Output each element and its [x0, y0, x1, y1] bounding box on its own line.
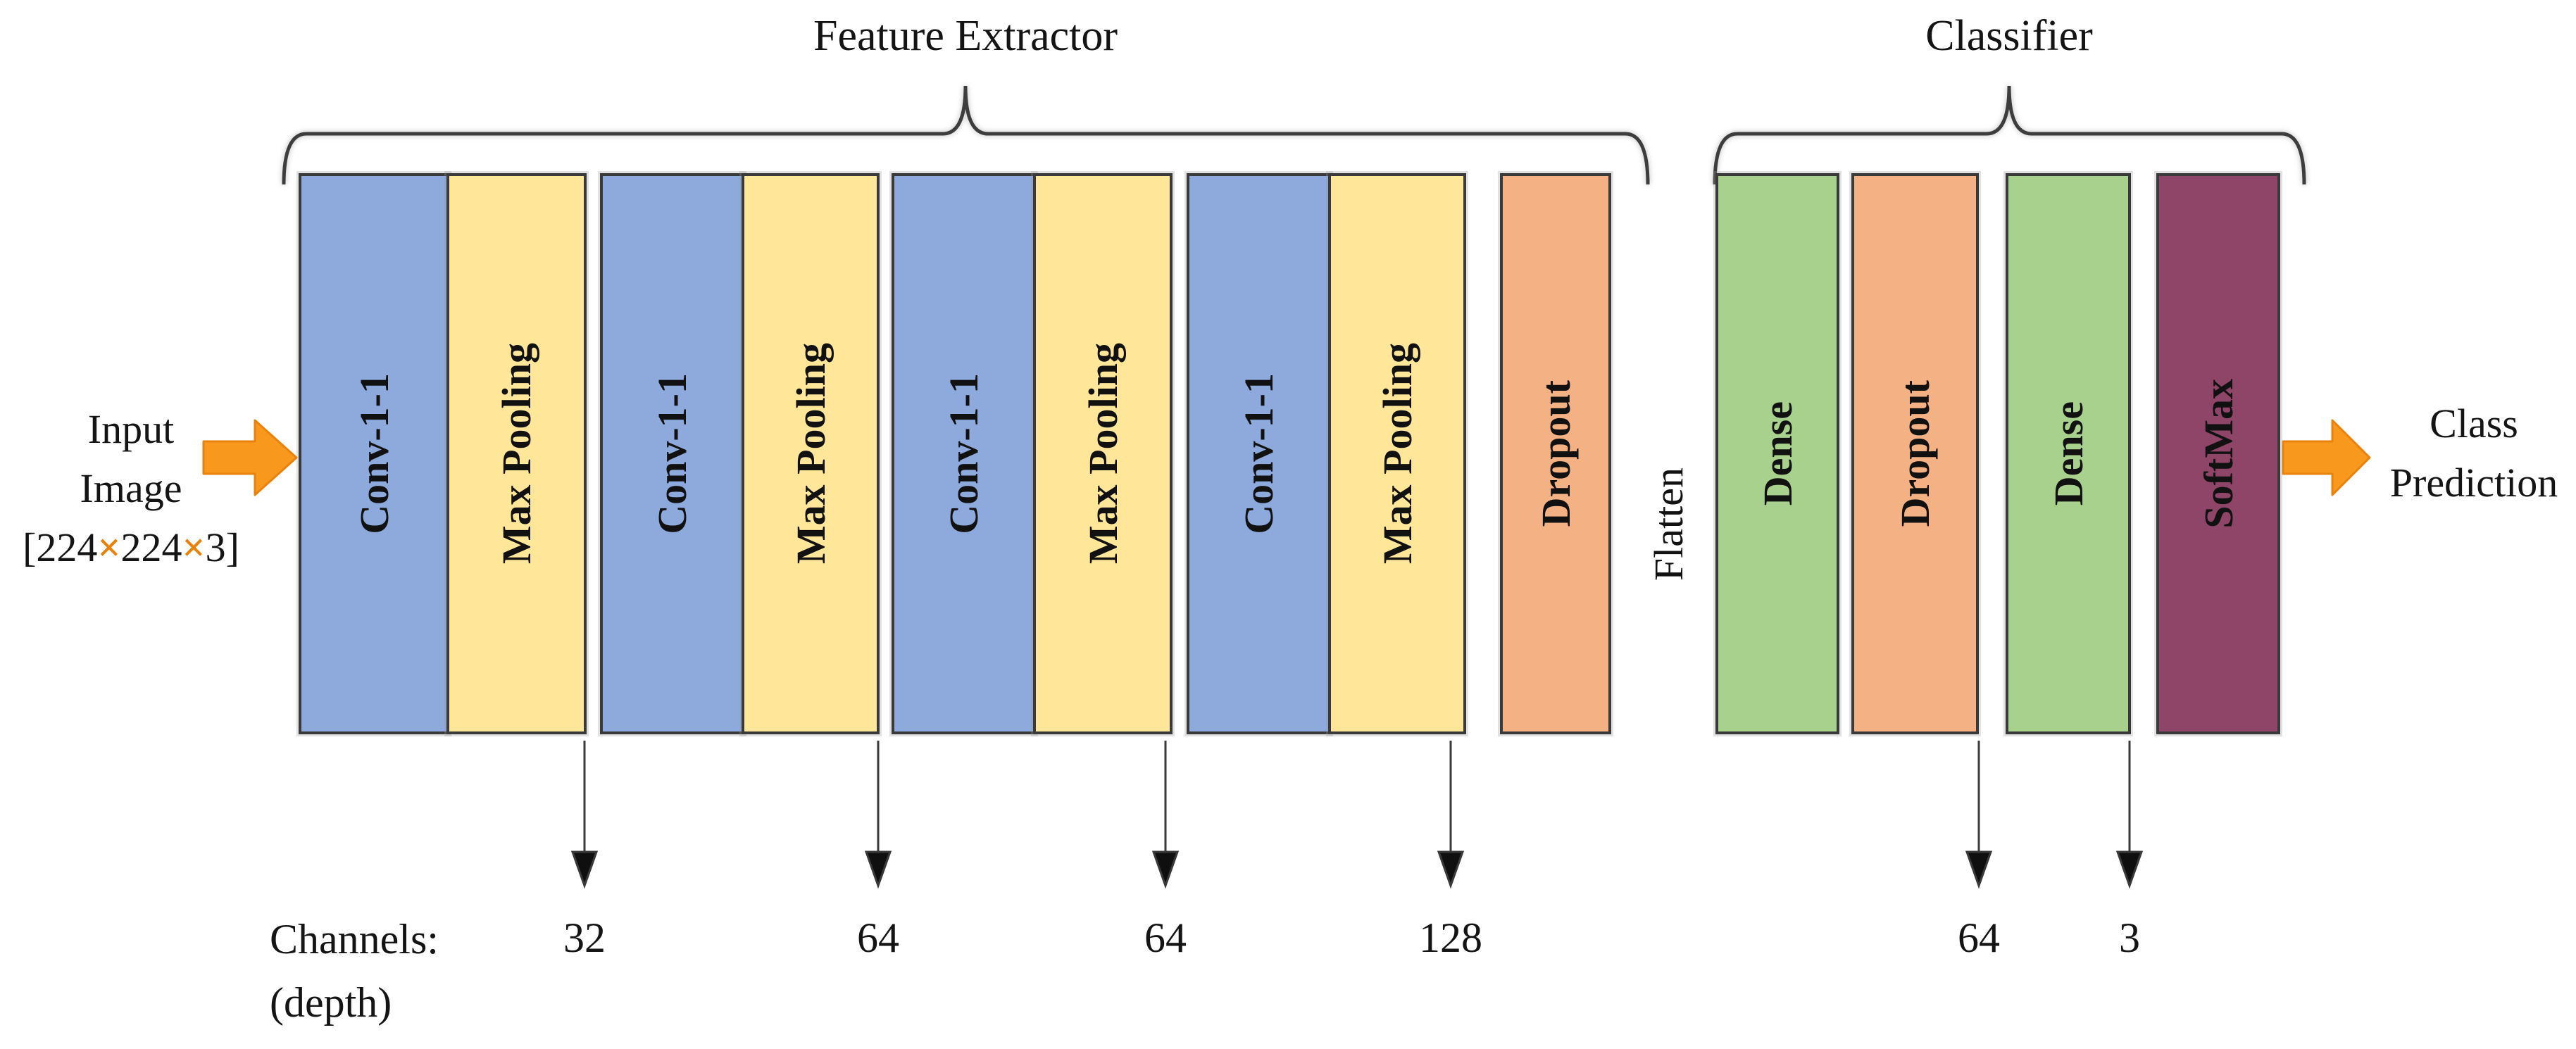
input-label-line1: Input: [87, 406, 175, 452]
down-arrow-icon: [570, 741, 599, 889]
layer-label: Dropout: [1532, 380, 1579, 527]
layer-block-dropout-2: Dropout: [1851, 173, 1979, 734]
layer-block-maxpool-4: Max Pooling: [1328, 173, 1466, 734]
layer-label: Conv-1-1: [941, 373, 987, 534]
feature-extractor-title: Feature Extractor: [813, 12, 1118, 60]
class-prediction-label: Class Prediction: [2372, 394, 2576, 513]
channel-value: 64: [1144, 915, 1187, 961]
layer-label: Dropout: [1892, 380, 1938, 527]
layer-block-dense-2: Dense: [2006, 173, 2131, 734]
layer-label: Dense: [2045, 401, 2092, 506]
input-image-label: Input Image [224×224×3]: [0, 400, 262, 577]
layer-label: Conv-1-1: [1236, 373, 1282, 534]
multiply-glyph: ×: [97, 524, 121, 570]
layer-block-maxpool-3: Max Pooling: [1033, 173, 1173, 734]
layer-label: Conv-1-1: [351, 373, 397, 534]
channel-value: 64: [857, 915, 899, 961]
output-label-line1: Class: [2430, 401, 2518, 446]
down-arrow-icon: [1437, 741, 1465, 889]
input-arrow-icon: [202, 419, 298, 496]
down-arrow-icon: [1965, 741, 1993, 889]
layer-label: Max Pooling: [1080, 343, 1126, 565]
channel-value: 64: [1958, 915, 2000, 961]
channel-value: 128: [1419, 915, 1482, 961]
layer-block-conv-1: Conv-1-1: [299, 173, 449, 734]
classifier-brace: [1713, 85, 2306, 185]
layer-block-dense-1: Dense: [1715, 173, 1839, 734]
multiply-glyph: ×: [182, 524, 206, 570]
channel-value: 3: [2119, 915, 2140, 961]
layer-block-maxpool-2: Max Pooling: [742, 173, 880, 734]
input-label-line2: Image: [80, 465, 182, 511]
feature-extractor-brace: [282, 85, 1650, 185]
layer-block-conv-3: Conv-1-1: [892, 173, 1036, 734]
layer-block-maxpool-1: Max Pooling: [446, 173, 587, 734]
flatten-label: Flatten: [1645, 467, 1692, 582]
down-arrow-icon: [1151, 741, 1180, 889]
layer-block-dropout-1: Dropout: [1500, 173, 1611, 734]
layer-label: SoftMax: [2195, 379, 2242, 529]
layer-block-conv-2: Conv-1-1: [600, 173, 744, 734]
down-arrow-icon: [864, 741, 892, 889]
channels-depth-label: (depth): [270, 979, 392, 1026]
layer-label: Conv-1-1: [649, 373, 695, 534]
output-arrow-icon: [2282, 419, 2371, 496]
layer-label: Max Pooling: [1374, 343, 1420, 565]
layer-label: Max Pooling: [787, 343, 834, 565]
input-label-line3: [224×224×3]: [23, 524, 239, 570]
layer-label: Max Pooling: [494, 343, 539, 565]
layer-label: Dense: [1754, 401, 1801, 506]
down-arrow-icon: [2115, 741, 2144, 889]
channel-value: 32: [563, 915, 606, 961]
layer-block-conv-4: Conv-1-1: [1187, 173, 1331, 734]
classifier-title: Classifier: [1925, 12, 2093, 60]
output-label-line2: Prediction: [2389, 460, 2558, 505]
layer-block-softmax: SoftMax: [2156, 173, 2280, 734]
channels-label: Channels:: [270, 916, 439, 962]
channel-arrows: [570, 741, 2144, 889]
